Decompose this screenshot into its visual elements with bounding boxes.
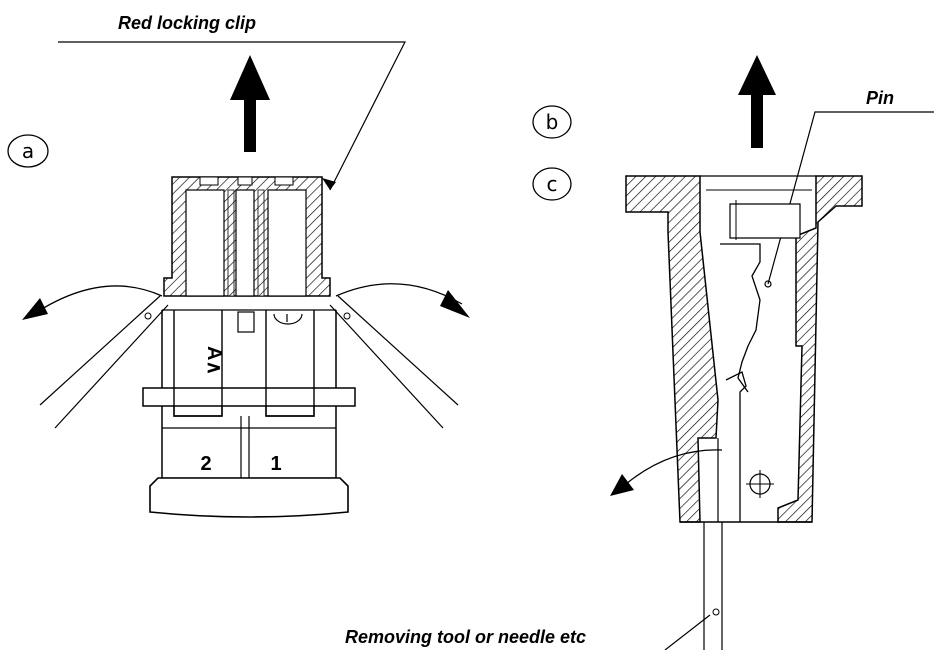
circled-letter-a: a	[7, 134, 49, 168]
red-locking-clip-label: Red locking clip	[118, 13, 256, 33]
terminal-number-1: 1	[270, 453, 281, 475]
pin-label: Pin	[866, 88, 894, 108]
svg-text:c: c	[547, 172, 558, 196]
removing-tool	[610, 449, 723, 650]
right-release-tool	[329, 283, 470, 429]
up-arrow-icon	[738, 55, 776, 148]
terminal-number-2: 2	[200, 453, 211, 475]
removing-tool-callout: Removing tool or needle etc	[345, 614, 711, 650]
svg-text:b: b	[546, 110, 559, 134]
connector-cross-section	[625, 175, 863, 523]
circled-letter-c: c	[532, 167, 572, 201]
removing-tool-leader	[664, 614, 711, 650]
left-release-tool	[22, 285, 169, 429]
connector-housing: A∧ 2 1	[142, 309, 356, 518]
circled-letter-b: b	[532, 105, 572, 139]
locking-clip	[163, 176, 331, 297]
leader-arrowhead	[322, 178, 336, 190]
right-rotation-arrow-icon	[440, 290, 470, 318]
red-locking-clip-callout: Red locking clip	[58, 13, 406, 191]
removing-tool-label: Removing tool or needle etc	[345, 627, 586, 647]
housing-marking: A∧	[203, 346, 225, 375]
pin-point	[764, 280, 772, 288]
red-locking-clip-leader	[58, 41, 406, 191]
rotation-arrow-icon	[610, 474, 634, 496]
svg-text:a: a	[22, 139, 34, 163]
up-arrow-icon	[230, 55, 270, 152]
left-rotation-arrow-icon	[22, 298, 48, 320]
